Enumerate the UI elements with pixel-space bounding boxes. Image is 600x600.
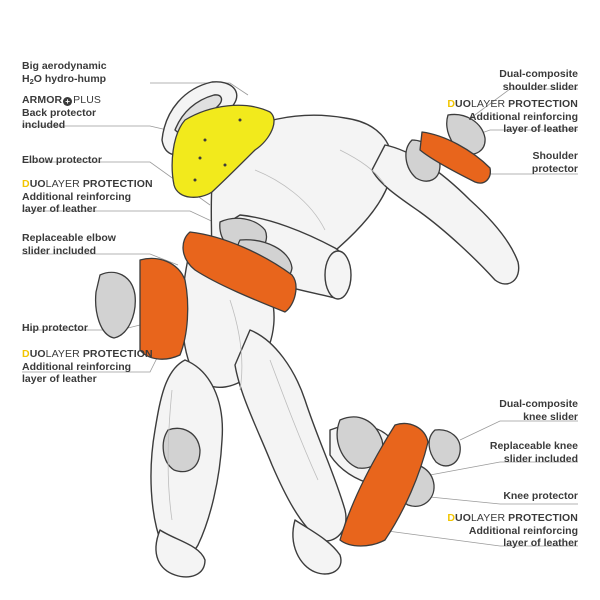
label-hip-protector: Hip protector [22, 322, 88, 335]
leader-knee-slider [459, 420, 578, 441]
suit-seams [167, 149, 386, 521]
leather-hip [139, 257, 189, 360]
elbow-slider [94, 271, 136, 339]
duo-left-1-line1: Additional reinforcing [22, 190, 132, 203]
duo-right-1-line2: layer of leather [503, 123, 578, 135]
knee-slider-line2: knee slider [523, 410, 578, 423]
armor-logo-icon: + [63, 97, 73, 106]
armor-brand-b: PLUS [73, 94, 102, 106]
elbow-protector-line1: Elbow protector [22, 154, 102, 166]
duo-left-2-brand: DUOLAYER PROTECTION [22, 348, 153, 360]
elbow-slider-line2: slider included [22, 244, 97, 257]
label-duo-layer-left-1: DUOLAYER PROTECTION Additional reinforci… [22, 178, 153, 216]
left-knee-pad [162, 427, 201, 473]
hip-line1: Hip protector [22, 322, 88, 334]
elbow-slider-line1: Replaceable elbow [22, 232, 116, 244]
label-knee-replaceable: Replaceable knee slider included [490, 440, 578, 465]
leader-knee-protector [409, 494, 578, 505]
label-shoulder-protector: Shoulder protector [532, 150, 578, 175]
hump-line1: Big aerodynamic [22, 60, 107, 72]
leader-lines [22, 82, 578, 547]
elbow-cuff [324, 250, 352, 300]
hump-h: H [22, 72, 30, 85]
shoulder-slider-line1: Dual-composite [499, 68, 578, 80]
leader-hump [150, 82, 249, 96]
leader-knee-replaceable [429, 461, 578, 476]
duo-left-1-brand: DUOLAYER PROTECTION [22, 178, 153, 190]
armor-line1: Back protector [22, 106, 97, 119]
label-armor-plus: ARMOR+PLUS Back protector included [22, 94, 101, 132]
leather-shoulder [419, 131, 491, 184]
shoulder-protector-line2: protector [531, 162, 578, 175]
label-knee-slider: Dual-composite knee slider [499, 398, 578, 423]
duo-right-2-line2: layer of leather [503, 537, 578, 549]
armor-line2: included [22, 119, 66, 131]
hump-line2: H2O hydro-hump [22, 73, 107, 89]
leader-duo-right-2 [379, 529, 578, 547]
knee-replaceable-line2: slider included [503, 452, 578, 465]
leather-arm [182, 231, 297, 313]
armor-plus-brand: ARMOR+PLUS [22, 94, 101, 107]
duo-right-2-brand: DUOLAYER PROTECTION [447, 512, 578, 524]
back-protector-rivets [193, 118, 242, 182]
hump-rest: O hydro-hump [33, 72, 107, 85]
label-hump: Big aerodynamic H2O hydro-hump [22, 60, 107, 88]
shoulder-protector-line1: Shoulder [532, 150, 578, 162]
duo-left-1-mark: D [22, 178, 30, 190]
left-boot [155, 529, 206, 578]
knee-slider-line1: Dual-composite [499, 398, 578, 410]
duo-right-2-line1: Additional reinforcing [468, 524, 578, 537]
duo-right-1-brand: DUOLAYER PROTECTION [447, 98, 578, 110]
label-elbow-protector: Elbow protector [22, 154, 102, 167]
right-leg [234, 329, 347, 542]
left-arm [371, 144, 520, 285]
duo-left-1-line2: layer of leather [22, 203, 97, 215]
shoulder-slider-line2: shoulder slider [502, 80, 578, 93]
right-boot [292, 519, 342, 575]
label-elbow-slider: Replaceable elbow slider included [22, 232, 116, 257]
label-shoulder-slider: Dual-composite shoulder slider [499, 68, 578, 93]
label-knee-protector: Knee protector [503, 490, 578, 503]
leader-shoulder-slider [467, 88, 578, 121]
armor-brand-a: ARMOR [22, 94, 63, 106]
duo-left-2-line1: Additional reinforcing [22, 360, 132, 373]
duo-right-1-line1: Additional reinforcing [468, 110, 578, 123]
label-duo-layer-left-2: DUOLAYER PROTECTION Additional reinforci… [22, 348, 153, 386]
label-duo-layer-right-2: DUOLAYER PROTECTION Additional reinforci… [447, 512, 578, 550]
leader-elbow-slider [22, 253, 179, 266]
hump-sub: 2 [29, 76, 34, 86]
knee-replaceable-line1: Replaceable knee [489, 440, 578, 452]
leather-knee [339, 422, 429, 547]
duo-left-2-line2: layer of leather [22, 373, 97, 385]
leather-layers [139, 131, 491, 547]
label-duo-layer-right-1: DUOLAYER PROTECTION Additional reinforci… [447, 98, 578, 136]
back-protector [171, 104, 275, 198]
knee-slider [428, 429, 461, 467]
knee-protector-line1: Knee protector [503, 490, 578, 502]
